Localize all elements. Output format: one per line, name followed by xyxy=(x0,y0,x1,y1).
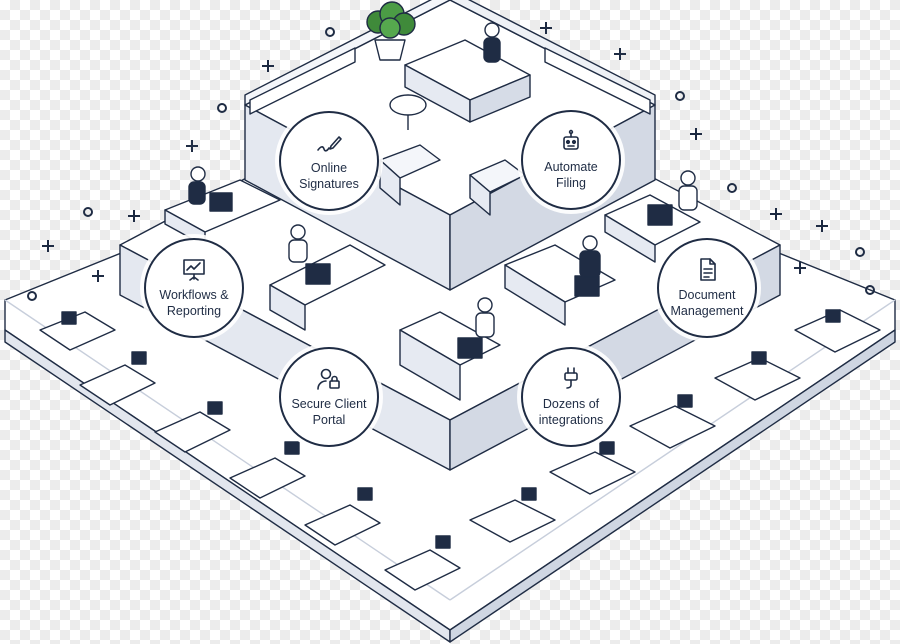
user-lock-icon xyxy=(315,366,343,392)
presentation-chart-icon xyxy=(180,257,208,283)
online-signatures-badge: Online Signatures xyxy=(279,111,379,211)
workflows-reporting-badge: Workflows & Reporting xyxy=(144,238,244,338)
online-signatures-label: Online Signatures xyxy=(299,160,359,193)
workflows-reporting-label: Workflows & Reporting xyxy=(159,287,228,320)
integrations-badge: Dozens of integrations xyxy=(521,347,621,447)
plug-icon xyxy=(557,366,585,392)
automate-filing-label: Automate Filing xyxy=(544,159,598,192)
pen-signature-icon xyxy=(315,130,343,156)
automate-filing-badge: Automate Filing xyxy=(521,110,621,210)
robot-icon xyxy=(557,129,585,155)
secure-client-portal-label: Secure Client Portal xyxy=(291,396,366,429)
document-management-label: Document Management xyxy=(671,287,744,320)
document-icon xyxy=(693,257,721,283)
secure-client-portal-badge: Secure Client Portal xyxy=(279,347,379,447)
integrations-label: Dozens of integrations xyxy=(539,396,604,429)
document-management-badge: Document Management xyxy=(657,238,757,338)
